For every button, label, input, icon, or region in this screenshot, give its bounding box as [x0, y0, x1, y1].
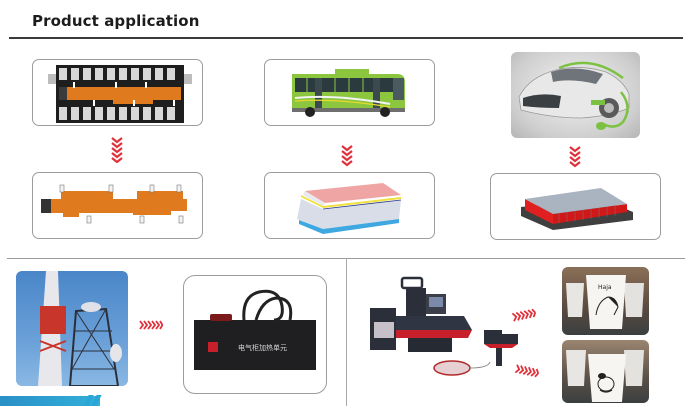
telecom-tower-photo — [16, 271, 128, 386]
heating-unit-label: 电气柜加热单元 — [238, 344, 287, 352]
chevron-down-icon — [111, 137, 123, 163]
chevron-right-icon — [139, 320, 163, 330]
chevron-down-icon — [569, 146, 581, 168]
column-divider — [346, 258, 347, 406]
chevron-right-icon — [511, 308, 537, 322]
ev-battery-frame — [490, 173, 661, 240]
battery-module-frame — [32, 59, 203, 126]
battery-module-with-flex-circuit-icon — [48, 65, 192, 123]
electric-car-charging-icon — [518, 61, 630, 130]
heating-film-frame — [32, 172, 203, 239]
heating-unit-chassis: 电气柜加热单元 — [194, 320, 316, 370]
bus-frame — [264, 59, 435, 126]
ev-battery-pack-red-heater-icon — [521, 188, 633, 230]
cup-text: Haja — [598, 284, 612, 291]
printed-paper-cups-cartoon-icon — [566, 350, 644, 402]
heating-unit-frame: 电气柜加热单元 — [183, 275, 327, 394]
bus-battery-frame — [264, 172, 435, 239]
printed-paper-cups-horse-icon: Haja — [566, 275, 644, 329]
bus-battery-pack-with-heating-pad-icon — [297, 183, 402, 234]
electrical-cabinet-heating-unit-icon — [210, 289, 293, 322]
telecom-tower-photo-icon — [38, 271, 122, 386]
printed-cups-photo-1: Haja — [562, 267, 649, 335]
chevron-down-icon — [341, 145, 353, 167]
orange-flexible-heating-film-icon — [41, 184, 187, 224]
electric-car-photo — [511, 52, 640, 138]
chevron-right-icon — [514, 364, 540, 378]
printed-cups-photo-2 — [562, 340, 649, 403]
mug-press-attachment-icon — [484, 334, 518, 366]
footer-banner — [0, 396, 100, 406]
page-title: Product application — [32, 12, 200, 30]
green-electric-bus-icon — [292, 69, 405, 117]
title-divider — [9, 37, 683, 39]
power-switch-icon — [208, 342, 218, 352]
